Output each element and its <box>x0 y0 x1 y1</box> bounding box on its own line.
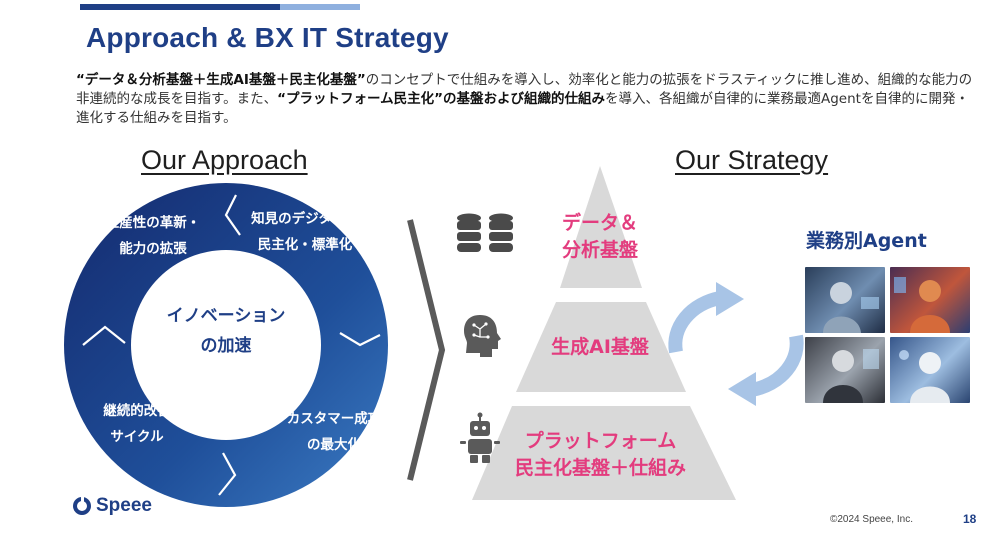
header-accent-bar-light <box>280 4 360 10</box>
page-number: 18 <box>963 512 977 526</box>
agent-section-title: 業務別Agent <box>806 230 927 252</box>
description-text: “データ＆分析基盤＋生成AI基盤＋民主化基盤”のコンセプトで仕組みを導入し、効率… <box>76 71 981 128</box>
chevron-right-icon <box>407 219 446 481</box>
segment-productivity: 生産性の革新・ 能力の拡張 <box>92 210 214 262</box>
segment-label: 知見のデジタル化 <box>251 211 359 227</box>
description-body-2: を導入、各組織が自律的に業務最適Agentを自律的に開発・進化する仕組みを目指す… <box>76 91 969 126</box>
agent-image <box>890 267 970 333</box>
approach-title: Our Approach <box>141 145 308 175</box>
header-accent-bar <box>80 4 280 10</box>
logo-text: Speee <box>96 495 152 516</box>
layer-genai-platform: 生成AI基盤 <box>515 334 685 360</box>
strategy-pyramid <box>472 166 736 500</box>
segment-continuous-improvement: 継続的改善 サイクル <box>76 398 198 450</box>
segment-label: 民主化・標準化 <box>257 237 353 253</box>
segment-label: 能力の拡張 <box>119 241 187 257</box>
pyramid-top-layer <box>560 166 642 288</box>
layer-democratization-platform: プラットフォーム 民主化基盤＋仕組み <box>488 428 713 482</box>
layer-label: 民主化基盤＋仕組み <box>514 457 686 479</box>
segment-label: 継続的改善 <box>103 403 171 419</box>
layer-data-platform: データ＆ 分析基盤 <box>535 210 665 264</box>
robot-portrait-icon <box>823 282 879 333</box>
segment-dividers <box>82 194 381 496</box>
approach-cycle-diagram <box>64 183 388 507</box>
pyramid-middle-layer <box>516 302 686 392</box>
layer-label: プラットフォーム <box>524 430 677 452</box>
copyright-text: ©2024 Speee, Inc. <box>830 514 913 525</box>
ai-brain-icon <box>464 315 501 357</box>
page-title: Approach & BX IT Strategy <box>86 22 449 53</box>
layer-label: データ＆ <box>561 212 638 234</box>
database-icon <box>457 213 513 252</box>
agent-image <box>890 337 970 403</box>
robot-portrait-icon <box>823 349 879 403</box>
segment-label: カスタマー成功 <box>286 411 382 427</box>
center-label: の加速 <box>200 336 252 356</box>
cycle-arrows-icon <box>668 282 804 406</box>
description-concept: “データ＆分析基盤＋生成AI基盤＋民主化基盤” <box>76 72 366 88</box>
segment-label: の最大化 <box>307 437 361 453</box>
layer-label: 生成AI基盤 <box>551 336 649 358</box>
speee-logo: Speee <box>72 495 152 517</box>
center-label: イノベーション <box>166 306 286 326</box>
strategy-title: Our Strategy <box>675 145 829 175</box>
layer-label: 分析基盤 <box>561 239 638 261</box>
segment-label: サイクル <box>110 429 164 445</box>
segment-knowledge: 知見のデジタル化 民主化・標準化 <box>240 206 370 258</box>
robot-portrait-icon <box>894 277 950 333</box>
description-platform: “プラットフォーム民主化”の基盤および組織的仕組み <box>277 91 605 107</box>
agent-image <box>805 267 885 333</box>
pyramid-bottom-layer <box>472 406 736 500</box>
segment-label: 生産性の革新・ <box>105 215 201 231</box>
robot-portrait-icon <box>899 350 950 403</box>
agent-image <box>805 337 885 403</box>
segment-customer-success: カスタマー成功 の最大化 <box>270 406 398 458</box>
inner-circle <box>131 250 321 440</box>
robot-icon <box>460 412 500 463</box>
speee-logo-mark <box>73 496 91 515</box>
description-body-1: のコンセプトで仕組みを導入し、効率化と能力の拡張をドラスティックに推し進め、組織… <box>76 72 973 107</box>
center-innovation: イノベーション の加速 <box>151 301 301 361</box>
